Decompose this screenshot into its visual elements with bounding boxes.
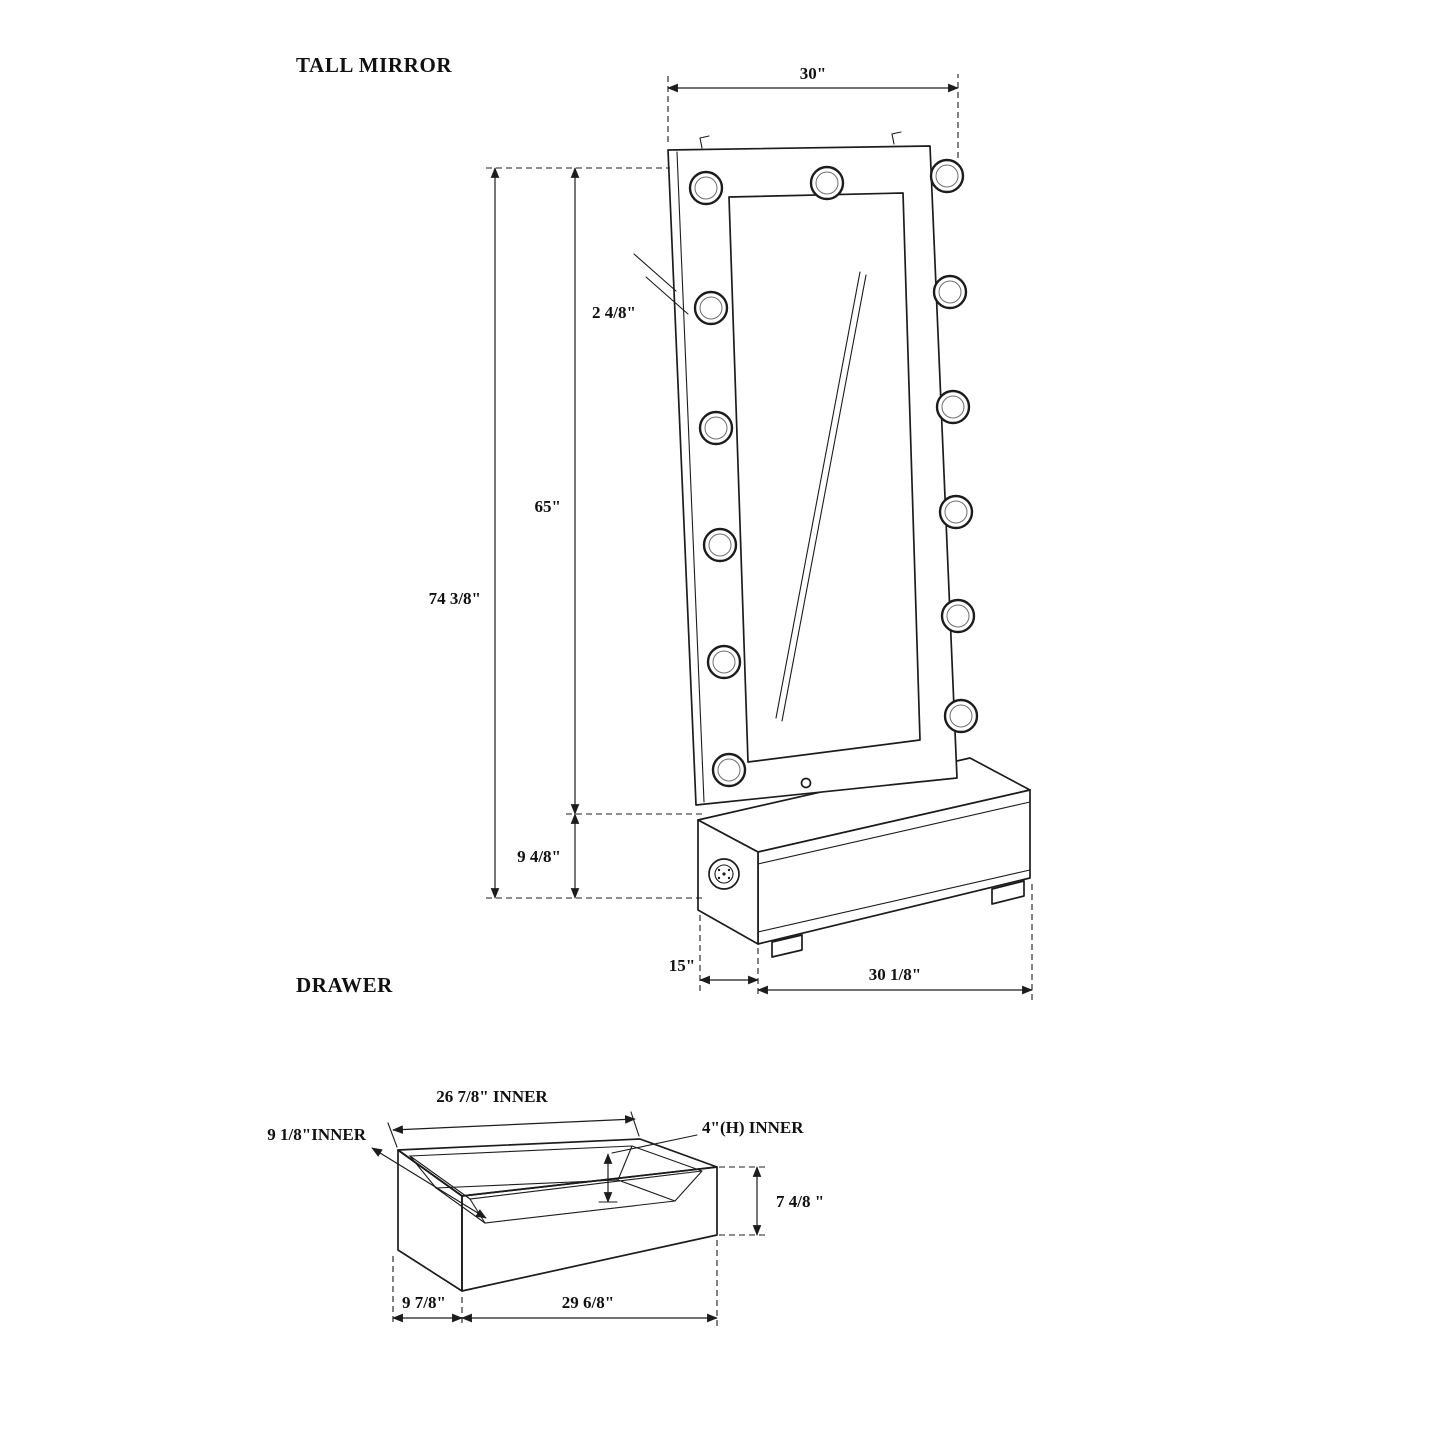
dim-frame-thickness: 2 4/8" — [592, 253, 689, 322]
dim-frame-thickness-label: 2 4/8" — [592, 303, 636, 322]
dim-base-depth-label: 15" — [669, 956, 695, 975]
speaker-icon — [708, 858, 740, 890]
light-bulb — [938, 494, 974, 530]
hanging-hook-left — [699, 135, 710, 149]
drawer-top-gap — [757, 801, 1031, 865]
drawer-box — [397, 1138, 718, 1292]
power-knob — [800, 777, 812, 789]
light-bulb — [940, 598, 976, 634]
dim-outer-depth: 9 7/8" — [392, 1256, 463, 1326]
section-title-tall-mirror: TALL MIRROR — [296, 53, 452, 77]
dim-base-height: 9 4/8" — [517, 813, 580, 899]
light-bulb — [935, 389, 971, 425]
light-bulb — [929, 158, 965, 194]
light-bulb — [932, 274, 968, 310]
base-cabinet — [697, 757, 1031, 958]
dim-mirror-height-label: 65" — [535, 497, 561, 516]
dim-base-height-label: 9 4/8" — [517, 847, 561, 866]
dim-outer-depth-label: 9 7/8" — [402, 1293, 446, 1312]
tall-mirror-drawing: TALL MIRROR — [296, 53, 1033, 1000]
dim-inner-depth-label: 9 1/8"INNER — [267, 1125, 366, 1144]
light-bulb — [706, 644, 742, 680]
dim-outer-width: 29 6/8" — [461, 1240, 718, 1326]
drawer-left-face — [397, 1149, 463, 1292]
drawer-bottom-gap — [757, 869, 1031, 933]
frame-side-edge — [676, 151, 705, 803]
drawer-drawing: DRAWER 26 7/8" INNER 9 1/8"INNER 4"(H) — [267, 973, 824, 1326]
dim-mirror-height: 65" — [535, 167, 704, 815]
light-bulbs — [688, 158, 979, 788]
light-bulb — [702, 527, 738, 563]
light-bulb — [688, 170, 724, 206]
dim-overall-width-label: 30" — [800, 64, 826, 83]
hanging-hook-right — [891, 131, 902, 145]
light-bulb — [943, 698, 979, 734]
light-bulb — [698, 410, 734, 446]
dim-overall-height-label: 74 3/8" — [429, 589, 481, 608]
dim-base-width-label: 30 1/8" — [869, 965, 921, 984]
mirror-frame — [667, 131, 958, 806]
base-foot-right — [991, 880, 1025, 905]
light-bulb — [711, 752, 747, 788]
light-bulb — [809, 165, 845, 201]
dim-inner-height: 4"(H) INNER — [598, 1118, 804, 1203]
section-title-drawer: DRAWER — [296, 973, 393, 997]
glass-reflection — [775, 271, 867, 722]
mirror-glass — [728, 192, 921, 763]
dim-inner-width: 26 7/8" INNER — [387, 1087, 640, 1148]
light-bulb — [693, 290, 729, 326]
dim-inner-height-label: 4"(H) INNER — [702, 1118, 804, 1137]
dim-inner-depth: 9 1/8"INNER — [267, 1125, 487, 1219]
base-foot-left — [771, 934, 803, 958]
dim-front-height: 7 4/8 " — [719, 1166, 824, 1236]
dim-base-width: 30 1/8" — [757, 884, 1033, 1000]
dim-front-height-label: 7 4/8 " — [776, 1192, 824, 1211]
dim-overall-width: 30" — [667, 64, 959, 158]
dim-outer-width-label: 29 6/8" — [562, 1293, 614, 1312]
dim-inner-width-label: 26 7/8" INNER — [436, 1087, 548, 1106]
mirror-outer-frame — [667, 145, 958, 806]
